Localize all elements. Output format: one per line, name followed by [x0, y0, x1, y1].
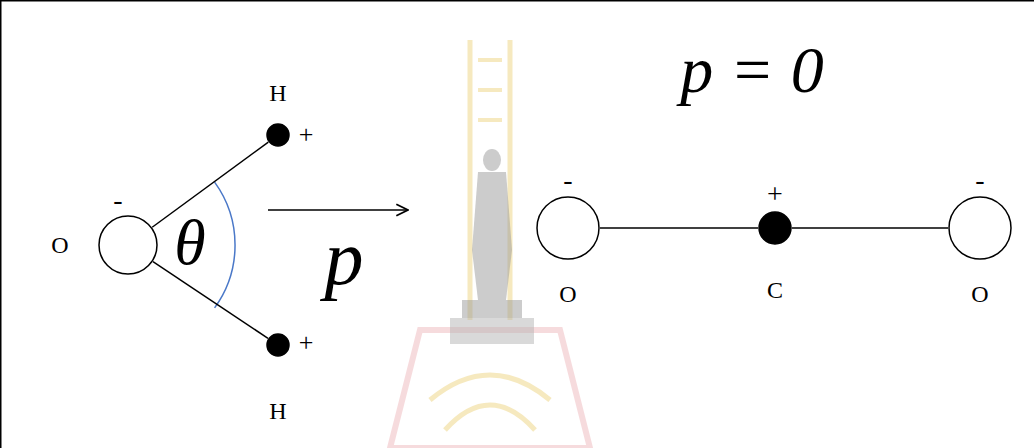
dipole-zero: p = 0	[680, 37, 824, 103]
atom-circle	[537, 197, 599, 259]
atom-circle	[759, 212, 791, 244]
charge-sign: +	[299, 122, 314, 148]
atom-circle	[267, 124, 289, 146]
atom-circle	[267, 334, 289, 356]
charge-sign: -	[563, 166, 572, 194]
frame-line	[0, 0, 1034, 2]
watermark-leaf	[430, 375, 550, 400]
atom-symbol: H	[269, 81, 286, 105]
charge-sign: +	[299, 330, 314, 356]
dipole-arrow	[268, 209, 408, 211]
atom-outline	[758, 211, 792, 245]
oxygen-atom: -O	[536, 196, 600, 260]
watermark-logo	[390, 330, 590, 448]
atom-outline	[98, 215, 158, 275]
watermark-rungs	[478, 60, 502, 120]
statue-watermark	[450, 149, 534, 344]
atom-outline	[536, 196, 600, 260]
dipole-symbol: p	[325, 219, 364, 297]
hydrogen-atom: H+	[266, 123, 290, 147]
watermark-leaf	[445, 405, 535, 430]
charge-sign: -	[975, 166, 984, 194]
bond-line	[792, 227, 948, 229]
angle-symbol: θ	[174, 211, 205, 275]
hydrogen-atom: +H	[266, 333, 290, 357]
atom-outline	[266, 333, 290, 357]
bond-line	[600, 227, 758, 229]
charge-sign: +	[767, 180, 783, 208]
carbon-atom: +C	[758, 211, 792, 245]
charge-sign: -	[113, 186, 122, 214]
atom-outline	[266, 123, 290, 147]
angle-arc	[215, 182, 235, 308]
bond-line	[153, 262, 268, 339]
bond-line	[152, 142, 268, 227]
oxygen-atom: -O	[948, 196, 1012, 260]
atom-circle	[99, 216, 157, 274]
atom-outline	[948, 196, 1012, 260]
atom-symbol: O	[51, 233, 68, 257]
atom-symbol: C	[767, 278, 783, 302]
atom-symbol: O	[971, 282, 988, 306]
atom-symbol: H	[269, 399, 286, 423]
atom-symbol: O	[559, 282, 576, 306]
atom-circle	[949, 197, 1011, 259]
oxygen-atom: O-	[98, 215, 158, 275]
frame-line	[0, 0, 2, 448]
